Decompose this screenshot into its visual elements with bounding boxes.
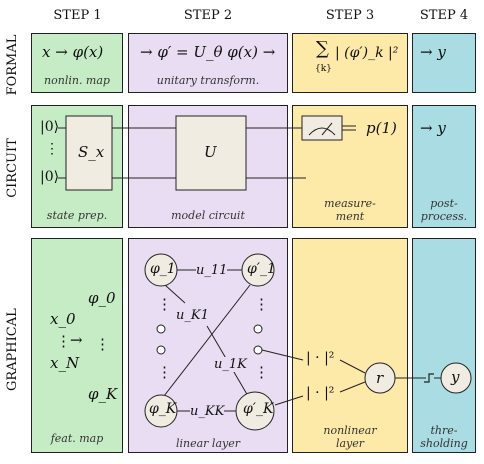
formal-step3-sum-index: {k} [315, 64, 332, 74]
edge-phiK-to-phi1p [163, 284, 251, 397]
graph-u11: u_11 [196, 263, 228, 278]
panel-graphical-step3 [292, 238, 408, 453]
graph-abs-square-top: | · |² [306, 350, 335, 366]
node-phi1 [144, 253, 178, 287]
circuit-ket-bottom: |0⟩ [40, 169, 60, 185]
panel-graphical-step4 [412, 238, 476, 453]
node-phiK-prime [235, 391, 275, 431]
formal-step2-expression: → φ′ = U_θ φ(x) → [140, 43, 276, 61]
graph-node-r-label: r [376, 369, 384, 387]
circuit-ket-dots: ⋮ [45, 141, 59, 157]
edge-abs-top-to-r [339, 359, 366, 374]
edge-abs-bottom-to-r [339, 381, 366, 393]
panel-formal-step4 [412, 33, 476, 93]
formal-step1-expression: x → φ(x) [42, 43, 104, 61]
node-phi1-prime [241, 253, 275, 287]
panel-circuit-step4 [412, 105, 476, 228]
edge-to-abs-top [261, 349, 304, 361]
circuit-gate-u [175, 115, 247, 191]
hollow-node-right-2 [253, 345, 263, 355]
formal-step3-sum: ∑ [316, 38, 329, 59]
panel-formal-step3 [292, 33, 408, 93]
graph-vdots-phi: ⋮ [95, 335, 110, 353]
node-y [440, 362, 472, 394]
formal-step2-caption: unitary transform. [156, 74, 260, 87]
graph-node-phi1-label: φ_1 [150, 261, 176, 277]
hollow-node-right-1 [253, 324, 263, 334]
graph-caption-step4-a: thre- [430, 424, 458, 437]
graph-xN: x_N [50, 354, 80, 372]
circuit-gate-u-label: U [204, 143, 217, 161]
panel-graphical-step1 [31, 238, 123, 453]
circuit-caption-step4-a: post- [430, 197, 458, 210]
graph-caption-step1: feat. map [50, 432, 104, 445]
graph-phiK-feat: φ_K [88, 385, 118, 403]
circuit-caption-step1: state prep. [46, 209, 108, 222]
header-step2: STEP 2 [183, 8, 233, 23]
header-step3: STEP 3 [325, 8, 375, 23]
header-step4: STEP 4 [419, 8, 469, 23]
formal-step3-body: | (φ′)_k |² [335, 45, 399, 61]
panel-formal-step2 [128, 33, 288, 93]
graph-x0: x_0 [50, 310, 76, 328]
formal-step1-caption: nonlin. map [44, 74, 110, 87]
circuit-caption-step4-b: process. [420, 210, 468, 223]
graph-vdots-x: ⋮ [56, 332, 71, 350]
graph-vdots-left: ⋮ [157, 295, 172, 313]
graph-u1K: u_1K [214, 357, 247, 372]
circuit-step4-expression: → y [420, 119, 446, 137]
graph-abs-square-bottom: | · |² [306, 385, 335, 401]
hollow-node-left-1 [156, 324, 166, 334]
circuit-caption-step2: model circuit [171, 209, 245, 222]
graph-node-phi1p-label: φ′_1 [247, 261, 276, 277]
graph-vdots-right: ⋮ [254, 295, 269, 313]
node-phiK [144, 394, 178, 428]
graph-caption-step2: linear layer [175, 437, 240, 450]
circuit-caption-step3-b: ment [335, 210, 365, 223]
graph-node-phiK-label: φ_K [149, 401, 177, 417]
circuit-caption-step3-a: measure- [324, 197, 376, 210]
graph-uKK: u_KK [190, 404, 225, 419]
graph-uK1: u_K1 [176, 308, 209, 323]
graph-arrow: → [70, 331, 83, 349]
header-step1: STEP 1 [53, 8, 102, 23]
panel-formal-step1 [31, 33, 123, 93]
step-function-icon [424, 373, 434, 383]
circuit-gate-sx [65, 115, 113, 191]
edge-to-abs-bottom [274, 395, 304, 406]
node-r [364, 362, 396, 394]
graph-vdots-right-2: ⋮ [254, 363, 269, 381]
graph-vdots-left-2: ⋮ [157, 363, 172, 381]
graph-phi0: φ_0 [88, 289, 116, 307]
graph-node-phiKp-label: φ′_K [243, 401, 274, 417]
hollow-node-left-2 [156, 345, 166, 355]
circuit-ket-top: |0⟩ [40, 119, 60, 135]
meter-arc [308, 127, 336, 136]
meter-needle [321, 122, 333, 136]
edge-phi1-to-uK1 [164, 284, 186, 304]
circuit-gate-sx-label: S_x [78, 143, 105, 161]
graph-node-y-label: y [451, 368, 460, 386]
graph-caption-step3-b: layer [335, 437, 365, 450]
formal-step4-expression: → y [420, 43, 446, 61]
graph-caption-step3-a: nonlinear [323, 424, 377, 437]
circuit-p1: p(1) [366, 119, 397, 137]
graph-caption-step4-b: sholding [420, 437, 468, 450]
